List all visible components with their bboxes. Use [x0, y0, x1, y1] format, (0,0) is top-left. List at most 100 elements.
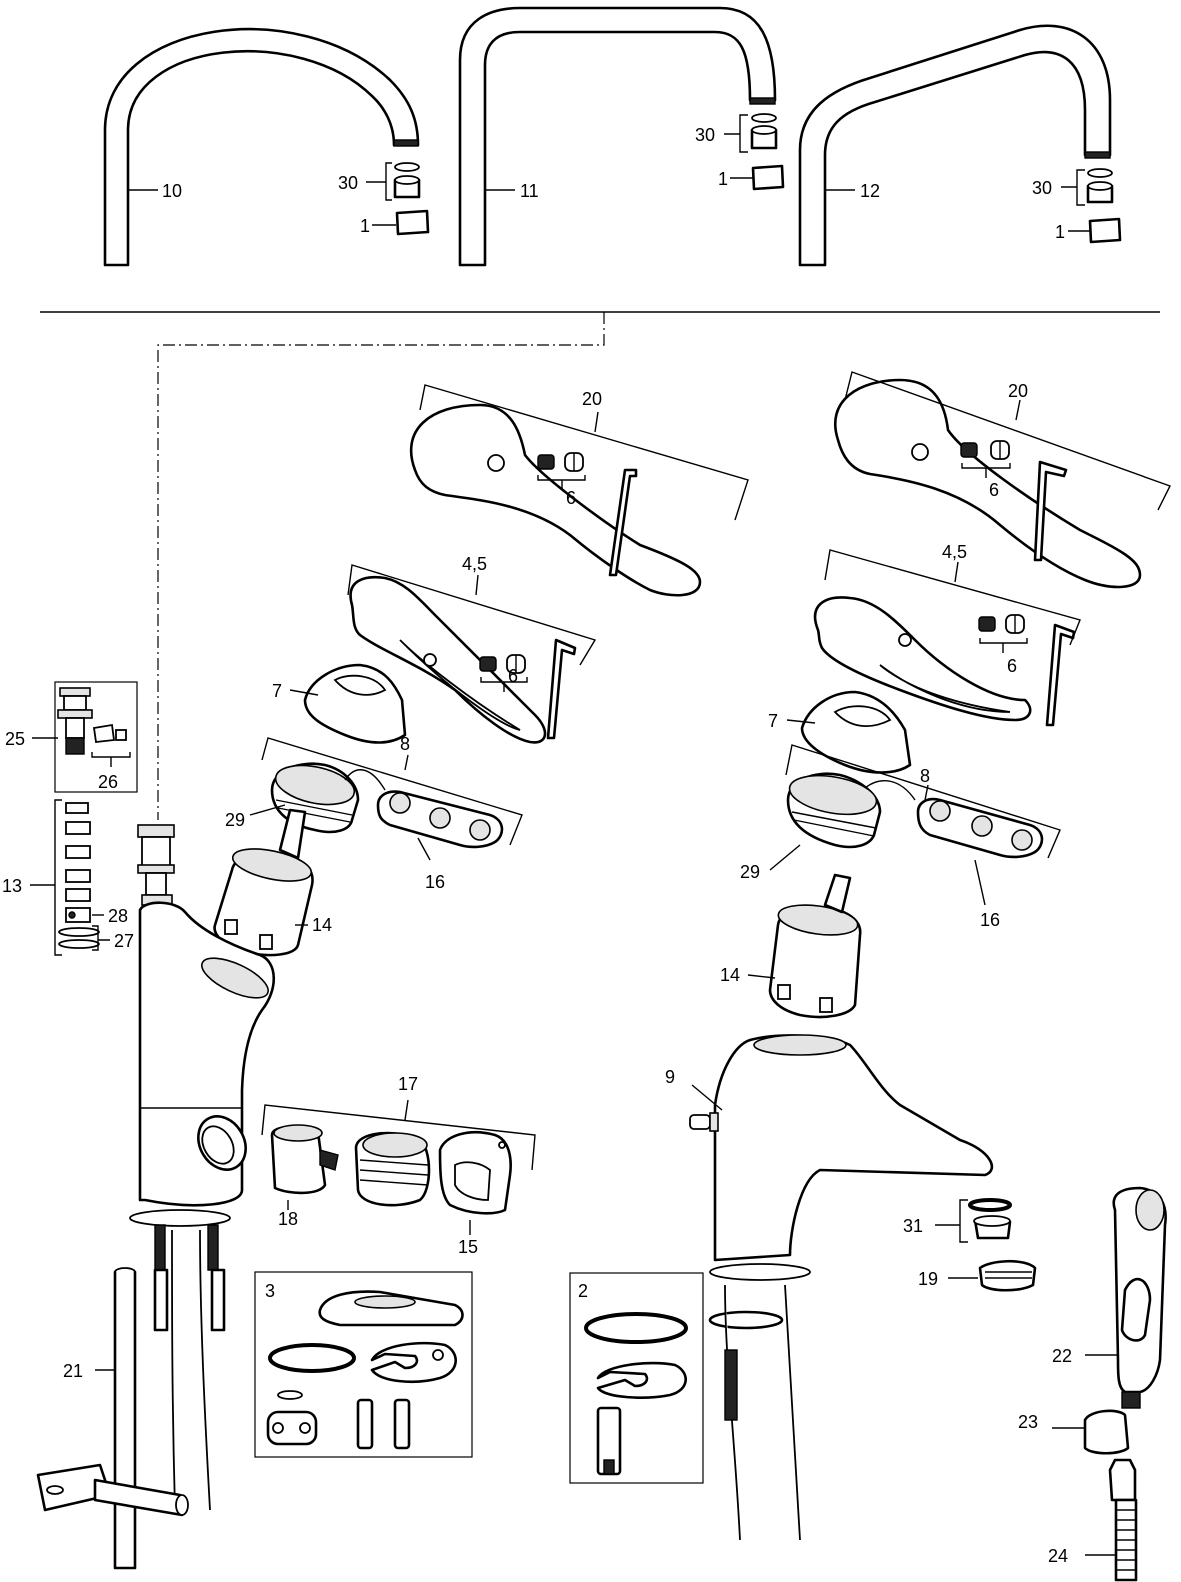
collar-28 [65, 907, 91, 923]
screw-9 [689, 1112, 719, 1132]
hex-nut-3 [266, 1390, 318, 1446]
diverter-18 [270, 1124, 339, 1195]
callout-11: 11 [520, 181, 539, 201]
callout-6-a: 6 [566, 488, 576, 508]
kit-bracket-13 [54, 799, 62, 956]
mounting-plate-16-left [376, 790, 504, 849]
clip-26 [92, 723, 127, 743]
spout-12 [798, 24, 1112, 267]
callout-20-a: 20 [582, 389, 602, 409]
callout-28: 28 [108, 906, 128, 926]
set-screws-6-mid-left [479, 654, 526, 674]
callout-15: 15 [458, 1237, 478, 1257]
faucet-body-right [708, 1034, 994, 1541]
lever-handle-20-right [834, 378, 1142, 589]
kit-box-2 [569, 1272, 704, 1484]
lock-nut-29-left [270, 762, 360, 834]
callout-31: 31 [903, 1216, 923, 1236]
callout-1-a: 1 [360, 216, 370, 236]
set-screws-6-top-left [537, 452, 584, 472]
aerator-set-30-a [393, 162, 430, 236]
assembly-link-line [157, 312, 605, 820]
set-screws-6-mid-right [978, 614, 1025, 634]
aerator-set-30-b [750, 113, 785, 191]
aerator-19 [978, 1259, 1037, 1292]
callout-27: 27 [114, 931, 134, 951]
callout-13: 13 [2, 876, 22, 896]
callout-2: 2 [578, 1281, 588, 1301]
callout-23: 23 [1018, 1412, 1038, 1432]
callout-29-b: 29 [740, 862, 760, 882]
callout-19: 19 [918, 1269, 938, 1289]
callout-1-c: 1 [1055, 222, 1065, 242]
diverter-housing [354, 1131, 431, 1207]
gasket-ring-2 [584, 1312, 688, 1344]
callout-12: 12 [860, 181, 880, 201]
cap-7-left [303, 663, 407, 744]
callout-4-5-a: 4,5 [462, 554, 487, 574]
callout-30-a: 30 [338, 173, 358, 193]
cartridge-14-left [213, 808, 314, 957]
lock-nut-29-right [786, 772, 882, 849]
callout-10: 10 [162, 181, 182, 201]
aerator-31 [968, 1198, 1012, 1240]
callout-7-b: 7 [768, 711, 778, 731]
callout-16-b: 16 [980, 910, 1000, 930]
callout-6-d: 6 [1007, 656, 1017, 676]
knob-15 [438, 1131, 512, 1215]
callout-25: 25 [5, 729, 25, 749]
spout-10 [103, 28, 420, 267]
callout-8-a: 8 [400, 734, 410, 754]
callout-24: 24 [1048, 1546, 1068, 1566]
base-plate-3 [318, 1290, 464, 1327]
aerator-set-30-c [1086, 168, 1122, 244]
callout-1-b: 1 [718, 169, 728, 189]
clips-set-13 [65, 802, 91, 902]
threaded-studs-3 [356, 1398, 411, 1450]
horseshoe-washer-3 [370, 1341, 457, 1384]
allen-key-small-right [1045, 623, 1076, 727]
callout-22: 22 [1052, 1346, 1072, 1366]
cartridge-14-right [768, 873, 862, 1019]
callout-7-a: 7 [272, 681, 282, 701]
callout-26: 26 [98, 772, 118, 792]
callout-6-c: 6 [508, 666, 518, 686]
callout-3: 3 [265, 1281, 275, 1301]
callout-4-5-b: 4,5 [942, 542, 967, 562]
callout-18: 18 [278, 1209, 298, 1229]
callout-30-c: 30 [1032, 178, 1052, 198]
callout-30-b: 30 [695, 125, 715, 145]
stud-2 [596, 1406, 622, 1476]
horseshoe-washer-2 [596, 1361, 687, 1399]
cap-7-right [800, 690, 912, 774]
allen-key-right [1033, 460, 1068, 562]
callout-6-b: 6 [989, 480, 999, 500]
callout-8-b: 8 [920, 766, 930, 786]
callout-20-b: 20 [1008, 381, 1028, 401]
faucet-body-left [129, 824, 275, 1511]
mounting-plate-16-right [916, 797, 1044, 859]
callout-29-a: 29 [225, 810, 245, 830]
kit-box-25 [54, 681, 138, 793]
callout-9: 9 [665, 1067, 675, 1087]
hand-shower-22 [1112, 1186, 1167, 1409]
kit-box-3 [254, 1271, 473, 1458]
callout-21: 21 [63, 1361, 83, 1381]
callout-16-a: 16 [425, 872, 445, 892]
nut-23 [1083, 1409, 1130, 1455]
set-screws-6-top-right [960, 440, 1010, 460]
hose-24 [1108, 1458, 1138, 1582]
callout-14-b: 14 [720, 965, 740, 985]
lever-handle-20-left [409, 403, 702, 597]
callout-14-a: 14 [312, 915, 332, 935]
allen-key-left [608, 468, 638, 577]
connector-25 [57, 687, 93, 755]
mounting-rod-21 [36, 1267, 189, 1570]
lever-handle-4-5-right [813, 596, 1032, 722]
o-rings-27 [58, 927, 100, 949]
gasket-ring-3 [268, 1343, 356, 1373]
allen-key-small-left [546, 638, 577, 740]
spout-11 [458, 6, 777, 267]
lever-handle-4-5-left [349, 576, 547, 744]
